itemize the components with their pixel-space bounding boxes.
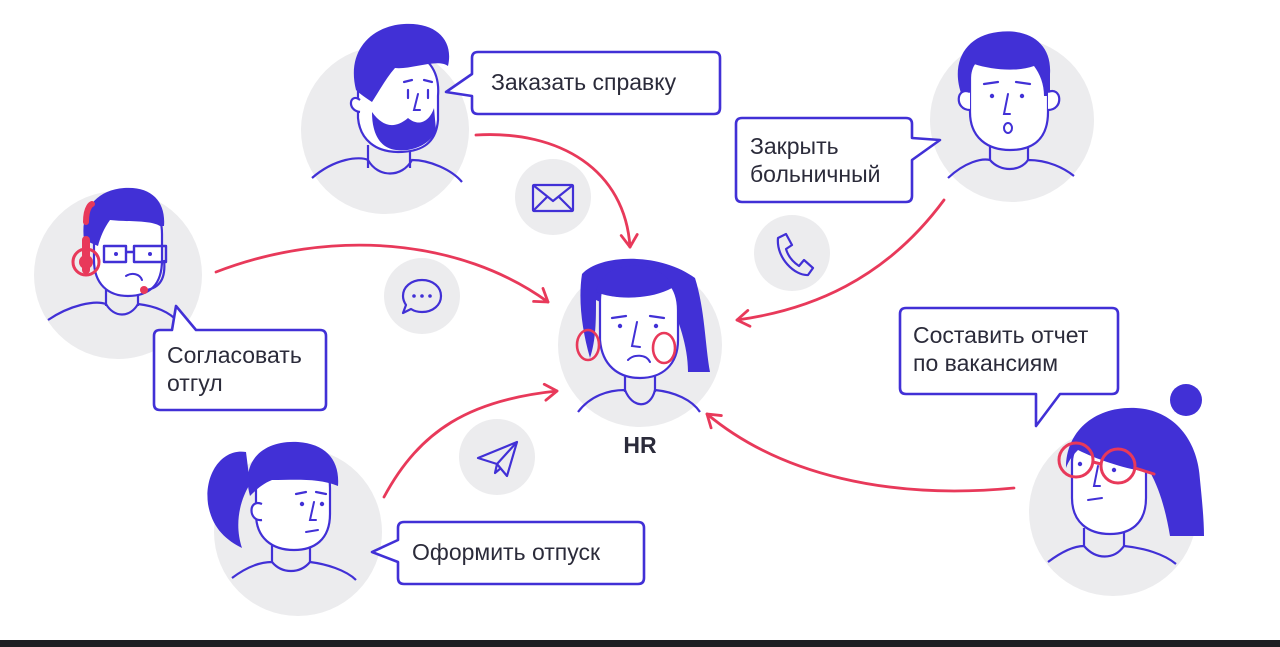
- bubble-vacation: Оформить отпуск: [370, 520, 646, 586]
- bubble-day-off-line-2: отгул: [167, 370, 223, 396]
- phone-icon: [776, 232, 815, 277]
- channel-chat: [384, 258, 460, 334]
- avatar-certificate: [301, 23, 469, 214]
- avatar-report: [1029, 384, 1204, 596]
- channel-phone: [754, 215, 830, 291]
- bubble-certificate: Заказать справку: [444, 50, 722, 116]
- chat-icon: [401, 278, 443, 315]
- bubble-sick-leave-line-2: больничный: [750, 161, 880, 187]
- hr-label: HR: [623, 432, 657, 458]
- channel-send: [459, 419, 535, 495]
- avatar-day-off: [34, 187, 202, 359]
- bubble-day-off: Согласовать отгул: [152, 304, 328, 412]
- bottom-border: [0, 640, 1280, 647]
- arrow-sick-leave: [735, 198, 946, 328]
- avatar-vacation: [207, 441, 382, 616]
- bubble-sick-leave: Закрыть больничный: [734, 116, 942, 204]
- hr-avatar: [558, 258, 722, 427]
- bubble-report-line-2: по вакансиям: [913, 350, 1058, 376]
- send-icon: [476, 440, 519, 478]
- arrows: [214, 133, 1016, 499]
- avatar-sick-leave: [930, 31, 1094, 202]
- arrow-certificate: [474, 133, 639, 249]
- bubble-report: Составить отчет по вакансиям: [898, 306, 1120, 428]
- bubble-certificate-text: Заказать справку: [491, 69, 677, 95]
- arrow-report: [705, 412, 1016, 493]
- bubble-vacation-text: Оформить отпуск: [412, 539, 601, 565]
- bubble-day-off-line-1: Согласовать: [167, 342, 302, 368]
- arrow-day-off: [214, 243, 550, 304]
- bubble-sick-leave-line-1: Закрыть: [750, 133, 839, 159]
- bubble-report-line-1: Составить отчет: [913, 322, 1089, 348]
- mail-icon: [531, 183, 575, 213]
- arrow-vacation: [382, 382, 559, 499]
- channel-mail: [515, 159, 591, 235]
